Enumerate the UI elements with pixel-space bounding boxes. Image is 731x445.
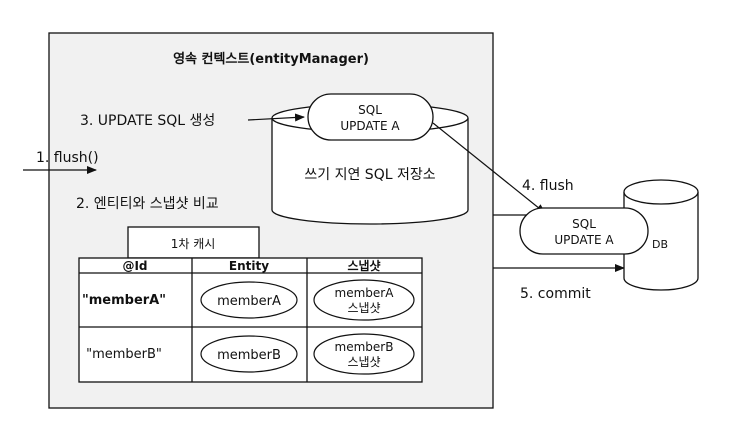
row-a-snapshot-name: memberA: [335, 286, 395, 300]
sql-store-statement: [307, 93, 434, 141]
step-4-label: 4. flush: [522, 178, 574, 194]
db-sql-statement-title: SQL: [572, 217, 596, 231]
row-b-id: "memberB": [86, 347, 162, 362]
sql-store-statement-title: SQL: [358, 103, 382, 117]
cache-header-snapshot: 스냅샷: [347, 258, 380, 273]
row-a-snapshot-ellipse: [313, 279, 415, 321]
row-a-entity: memberA: [217, 294, 281, 309]
step-2-label: 2. 엔티티와 스냅샷 비교: [76, 196, 219, 212]
db-label: DB: [652, 238, 668, 251]
cache-title: 1차 캐시: [171, 237, 216, 251]
step-4-arrow: [432, 122, 546, 214]
row-a-id: "memberA": [82, 293, 166, 308]
row-a-snapshot-label: 스냅샷: [347, 301, 380, 315]
row-b-snapshot-name: memberB: [335, 340, 394, 354]
db-sql-statement: [519, 207, 649, 255]
row-b-entity: memberB: [217, 348, 281, 363]
sql-store-statement-text: UPDATE A: [340, 119, 400, 133]
step-3-arrow: [247, 113, 305, 122]
row-b-snapshot-ellipse: [313, 333, 415, 375]
row-b-entity-ellipse: [200, 335, 298, 373]
context-title: 영속 컨텍스트(entityManager): [173, 51, 369, 67]
row-a-entity-ellipse: [200, 281, 298, 319]
step-3-label: 3. UPDATE SQL 생성: [80, 113, 215, 129]
step-5-label: 5. commit: [520, 286, 591, 302]
step-1-label: 1. flush(): [36, 150, 99, 166]
row-b-snapshot-label: 스냅샷: [347, 355, 380, 369]
sql-store-label: 쓰기 지연 SQL 저장소: [304, 167, 435, 183]
db-sql-statement-text: UPDATE A: [554, 233, 614, 247]
cache-header-entity: Entity: [229, 259, 269, 273]
cache-header-id: @Id: [122, 259, 147, 273]
